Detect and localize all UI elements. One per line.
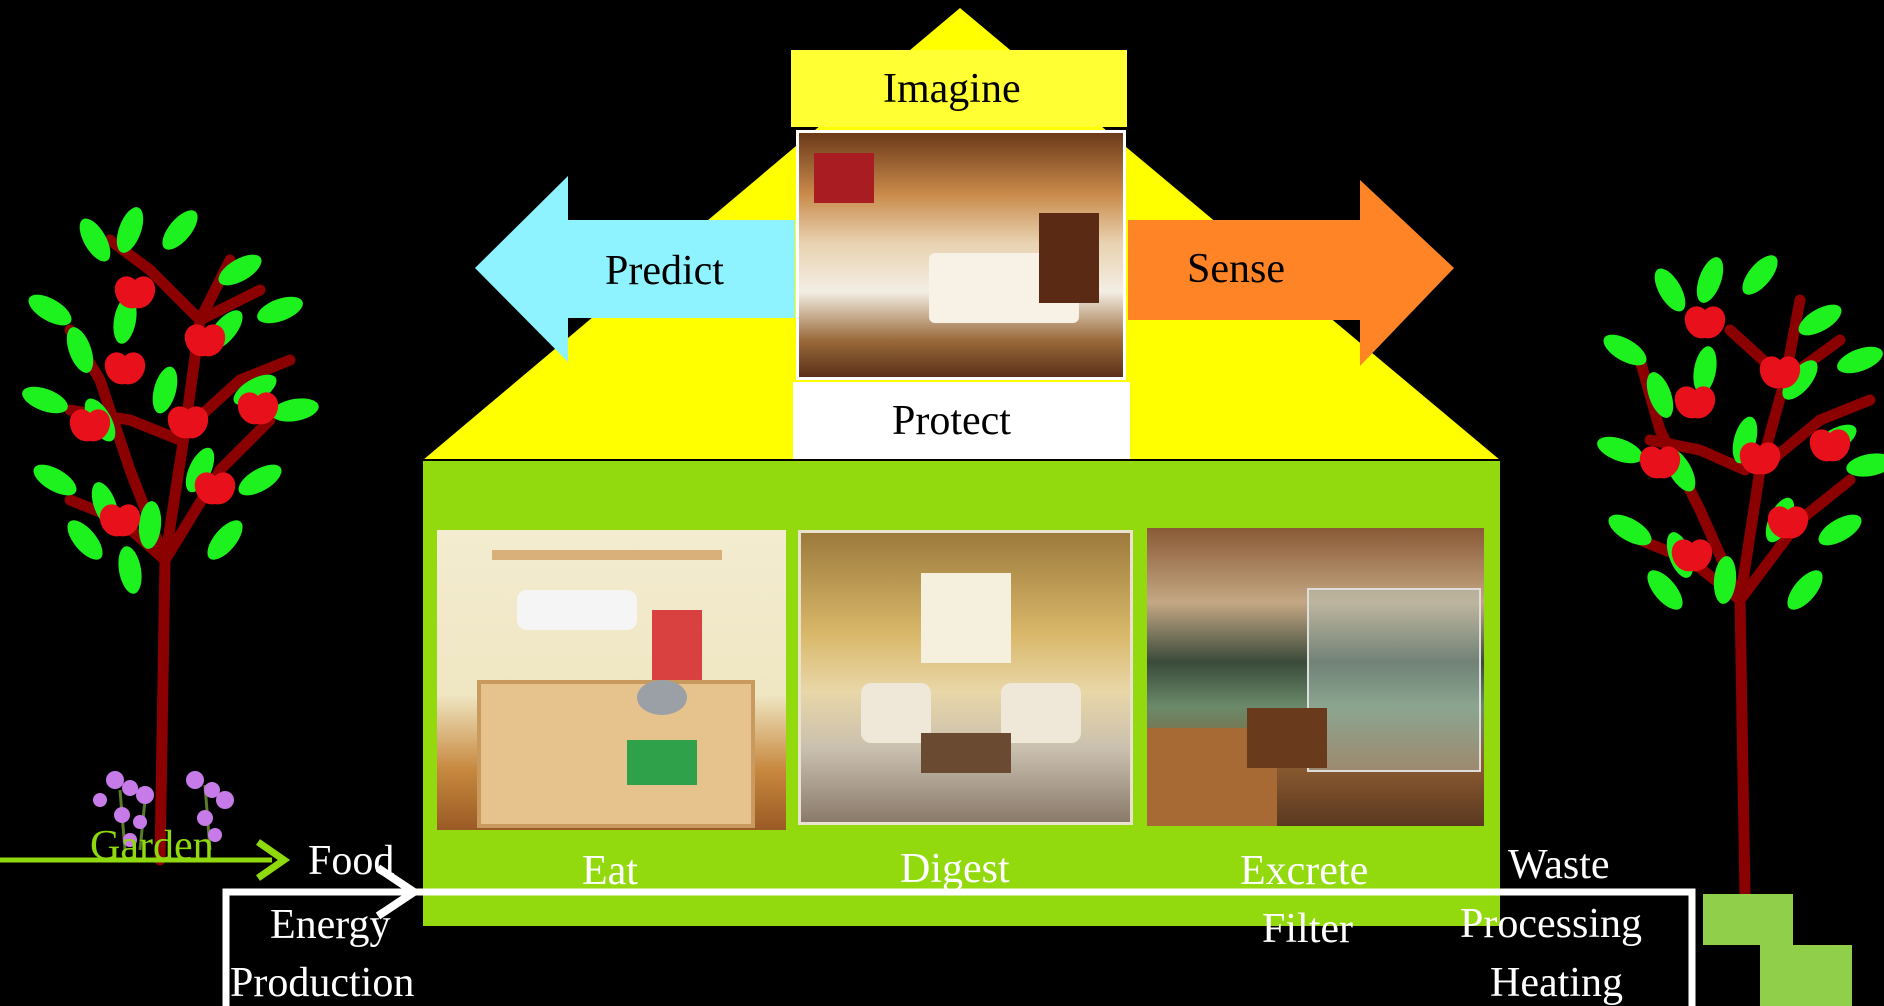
imagine-label: Imagine bbox=[883, 66, 1021, 112]
protect-box bbox=[793, 382, 1130, 460]
living-room-photo bbox=[798, 530, 1133, 825]
apple-tree-left bbox=[18, 203, 321, 866]
filter-label: Filter bbox=[1262, 906, 1353, 952]
garden-arrow bbox=[0, 839, 291, 881]
production-label: Production bbox=[230, 960, 415, 1006]
step-blocks bbox=[1703, 894, 1852, 1006]
flower-cluster bbox=[93, 771, 234, 851]
sense-arrow bbox=[1128, 180, 1454, 366]
protect-label: Protect bbox=[892, 398, 1011, 444]
garden-label: Garden bbox=[90, 823, 214, 869]
bathroom-photo bbox=[1147, 528, 1484, 826]
predict-arrow bbox=[475, 176, 795, 362]
processing-label: Processing bbox=[1460, 901, 1642, 947]
kitchen-photo bbox=[437, 530, 786, 830]
eat-label: Eat bbox=[582, 848, 638, 894]
heating-label: Heating bbox=[1490, 960, 1623, 1006]
bedroom-photo bbox=[796, 130, 1126, 380]
energy-label: Energy bbox=[270, 902, 391, 948]
food-label: Food bbox=[308, 838, 395, 884]
flow-arrow bbox=[222, 864, 1696, 1006]
predict-label: Predict bbox=[605, 248, 724, 294]
sense-label: Sense bbox=[1187, 246, 1285, 292]
waste-label: Waste bbox=[1508, 842, 1610, 888]
digest-label: Digest bbox=[900, 846, 1010, 892]
imagine-box bbox=[791, 50, 1127, 127]
excrete-label: Excrete bbox=[1240, 848, 1369, 894]
apple-tree-right bbox=[1593, 249, 1884, 901]
